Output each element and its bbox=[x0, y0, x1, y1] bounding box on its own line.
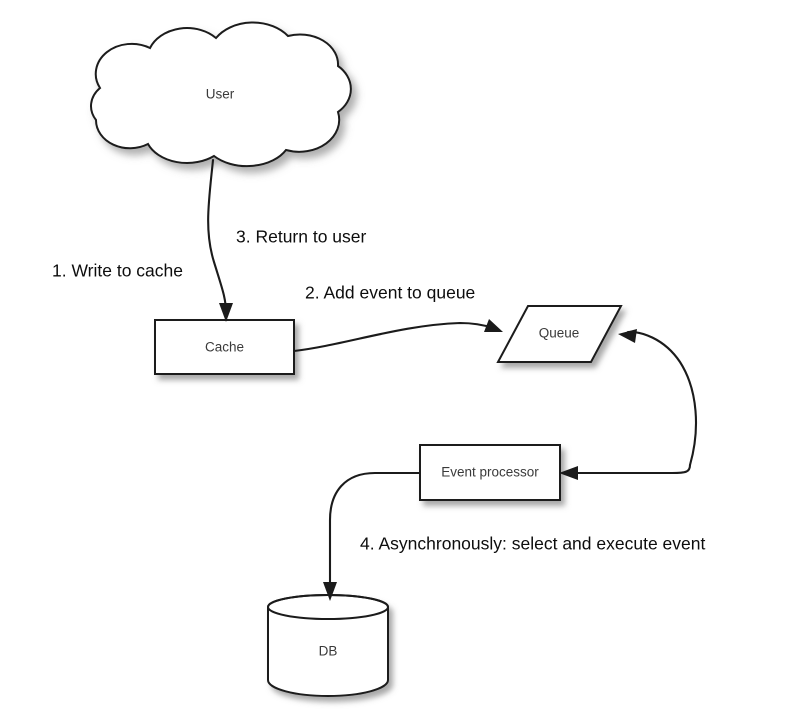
node-queue[interactable]: Queue bbox=[496, 305, 623, 363]
cache-rect bbox=[154, 319, 295, 375]
node-label-cache: Cache bbox=[205, 340, 244, 355]
arrowhead-loop-event-processor bbox=[559, 466, 578, 480]
node-label-db: DB bbox=[319, 644, 338, 659]
queue-parallelogram bbox=[496, 305, 623, 363]
node-label-event-processor: Event processor bbox=[441, 465, 539, 480]
node-user[interactable]: User bbox=[90, 21, 352, 168]
arrowhead-user-cache bbox=[219, 303, 233, 322]
edge-loop-to-event-processor[interactable] bbox=[559, 463, 692, 480]
arrowhead-cache-queue bbox=[484, 319, 503, 332]
node-label-user: User bbox=[206, 87, 235, 102]
edge-path-user-cache bbox=[207, 158, 228, 315]
cylinder-top-ellipse bbox=[266, 594, 390, 620]
cloud-shape bbox=[90, 21, 352, 168]
edge-path-cache-queue bbox=[292, 321, 495, 353]
arrowhead-loop-queue bbox=[618, 329, 637, 343]
step-label-4: 4. Asynchronously: select and execute ev… bbox=[360, 534, 705, 554]
arrowhead-event-processor-db bbox=[323, 582, 337, 601]
step-label-2: 2. Add event to queue bbox=[305, 283, 475, 303]
step-label-1: 1. Write to cache bbox=[52, 261, 183, 281]
node-cache[interactable]: Cache bbox=[154, 319, 295, 375]
edge-path-loop-up bbox=[626, 330, 698, 467]
node-event-processor[interactable]: Event processor bbox=[419, 444, 561, 501]
node-db[interactable]: DB bbox=[266, 594, 390, 697]
step-label-3: 3. Return to user bbox=[236, 227, 367, 247]
edge-path-event-processor-db bbox=[328, 471, 421, 593]
event-processor-rect bbox=[419, 444, 561, 501]
edge-path-loop-in bbox=[568, 463, 692, 475]
edge-event-processor-to-db[interactable] bbox=[323, 471, 421, 601]
edge-user-to-cache[interactable] bbox=[207, 158, 233, 322]
edge-event-processor-to-queue[interactable] bbox=[618, 329, 698, 467]
node-label-queue: Queue bbox=[539, 326, 580, 341]
edge-cache-to-queue[interactable] bbox=[292, 319, 503, 353]
